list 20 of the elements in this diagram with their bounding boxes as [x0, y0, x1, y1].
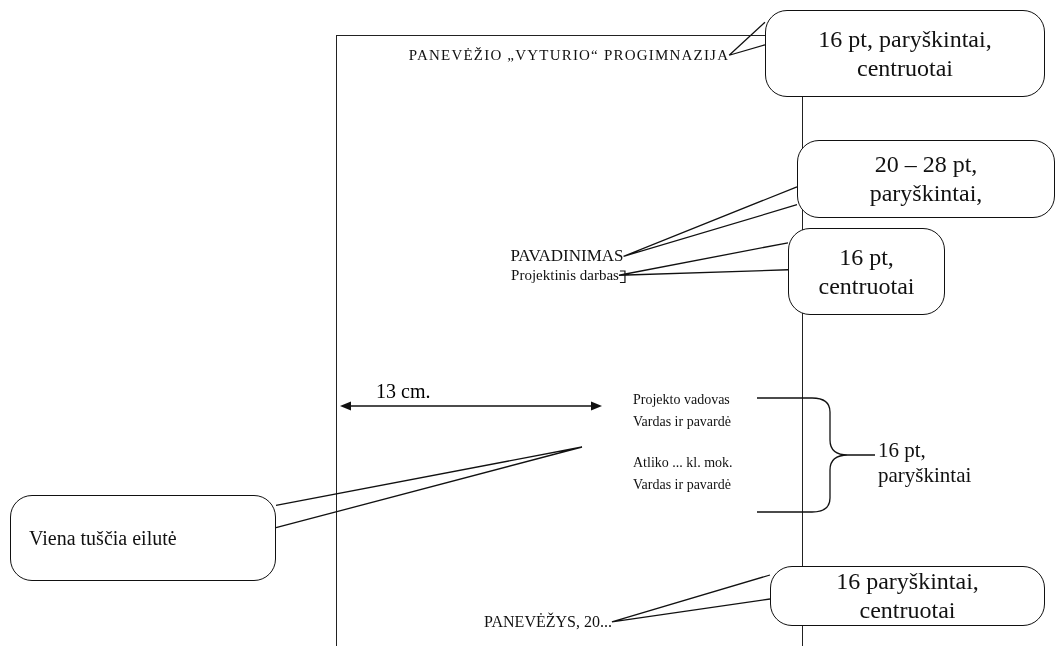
callout-bubble: 16 pt, paryškintai, centruotai [765, 10, 1045, 97]
callout-tail [622, 186, 798, 257]
callout-bubble: 20 – 28 pt, paryškintai, [797, 140, 1055, 218]
page-text: PANEVĖŽIO „VYTURIO“ PROGIMNAZIJA [408, 47, 730, 64]
callout-bubble: 16 pt, centruotai [788, 228, 945, 315]
page-text: Projekto vadovas [633, 392, 730, 408]
page-text: Atliko ... kl. mok. [633, 455, 733, 471]
callout-tail [618, 242, 789, 276]
format-note: 16 pt, paryškintai [878, 438, 1023, 489]
callout-tail [611, 574, 771, 623]
page-text: Projektinis darbas [511, 267, 619, 284]
dimension-label: 13 cm. [376, 380, 431, 403]
callout-tail [728, 21, 766, 56]
page-text: PANEVĖŽYS, 20... [484, 613, 612, 631]
page-text: PAVADINIMAS [510, 247, 624, 266]
callout-bubble: 16 paryškintai, centruotai [770, 566, 1045, 626]
callout-bubble: Viena tuščia eilutė [10, 495, 276, 581]
page-text: Vardas ir pavardė [633, 414, 731, 430]
page-text: Vardas ir pavardė [633, 477, 731, 493]
callout-tail [275, 446, 583, 529]
